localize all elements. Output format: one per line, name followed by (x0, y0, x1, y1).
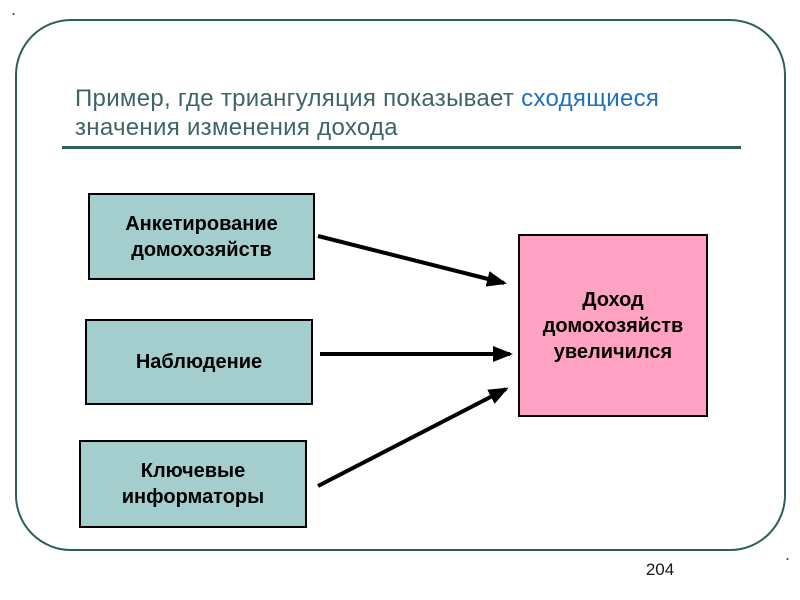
title-highlight-word: сходящиеся (521, 85, 660, 112)
title-line-1: Пример, где триангуляция показывает сход… (75, 84, 765, 113)
source-box-key-informants: Ключевые информаторы (79, 440, 307, 528)
page-number: 204 (645, 560, 675, 579)
outcome-box: Доход домохозяйств увеличился (518, 234, 708, 417)
source-box-observation-label: Наблюдение (135, 351, 263, 373)
title-text: Пример, где триангуляция показывает (75, 85, 522, 112)
title-line-2: значения изменения дохода (75, 114, 398, 141)
source-box-key-informants-label: Ключевые информаторы (121, 460, 265, 508)
outcome-box-label: Доход домохозяйств увеличился (542, 288, 684, 363)
source-box-survey: Анкетирование домохозяйств (88, 193, 315, 280)
title-underline (62, 146, 741, 149)
slide-frame-border (15, 19, 786, 551)
source-box-observation: Наблюдение (85, 319, 313, 405)
source-box-survey-label: Анкетирование домохозяйств (125, 212, 278, 261)
slide-title: Пример, где триангуляция показывает сход… (75, 84, 765, 142)
